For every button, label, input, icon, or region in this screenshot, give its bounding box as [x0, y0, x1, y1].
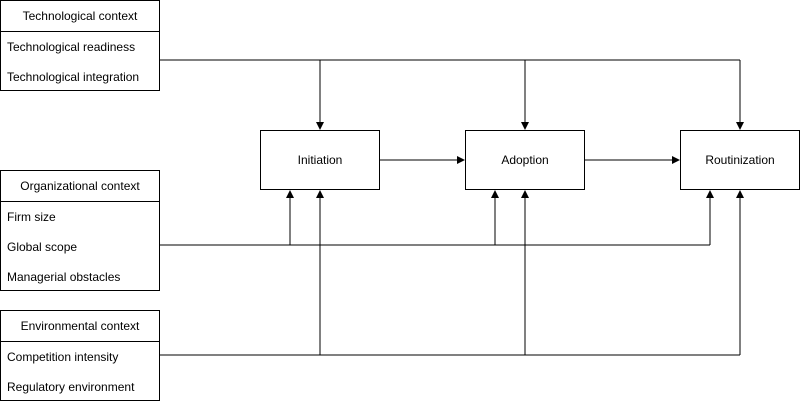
initiation-stage-box: Initiation [260, 130, 380, 190]
context-item-firm-size: Firm size [7, 210, 56, 224]
technological-context-box: Technological context Technological read… [0, 0, 160, 91]
adoption-stage-box: Adoption [465, 130, 585, 190]
context-item-global-scope: Global scope [7, 240, 78, 254]
context-item-technological-integration: Technological integration [7, 70, 140, 84]
initiation-stage-label: Initiation [297, 153, 343, 167]
context-item-managerial-obstacles: Managerial obstacles [7, 270, 121, 284]
organizational-context-box: Organizational context Firm size Global … [0, 170, 160, 291]
routinization-stage-label: Routinization [705, 153, 775, 167]
environmental-context-box: Environmental context Competition intens… [0, 310, 160, 401]
environmental-context-title: Environmental context [1, 311, 159, 342]
context-item-competition-intensity: Competition intensity [7, 350, 119, 364]
context-item-regulatory-environment: Regulatory environment [7, 380, 135, 394]
context-item-technological-readiness: Technological readiness [7, 40, 136, 54]
technological-context-title: Technological context [1, 1, 159, 32]
adoption-stage-label: Adoption [501, 153, 549, 167]
routinization-stage-box: Routinization [680, 130, 800, 190]
organizational-context-title: Organizational context [1, 171, 159, 202]
